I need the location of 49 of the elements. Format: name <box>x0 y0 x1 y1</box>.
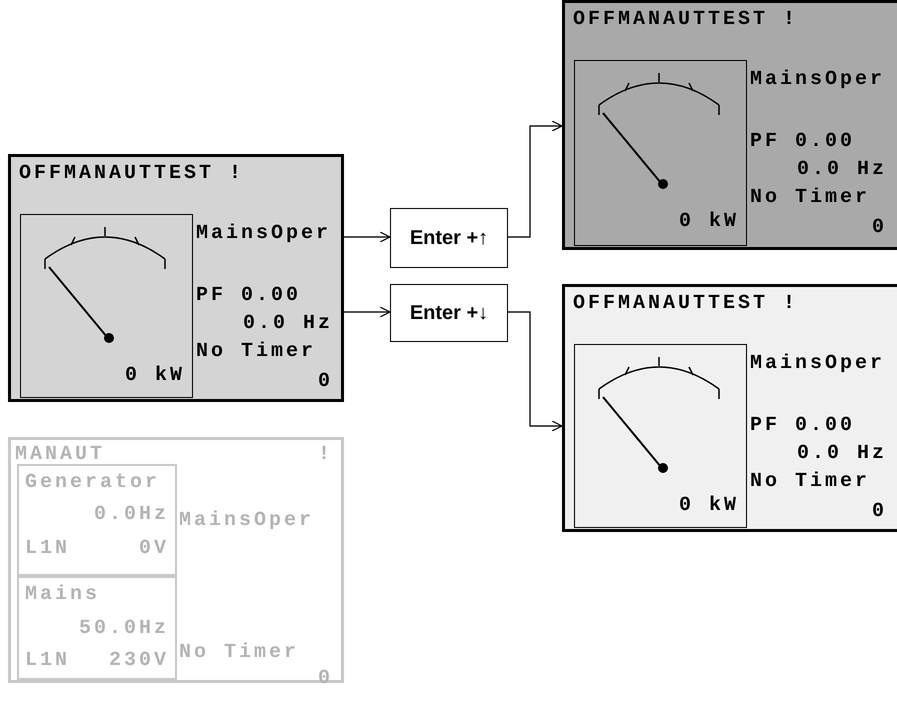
key-combo-box: Enter +↓ <box>390 284 508 342</box>
screen-text: PF 0.00 <box>750 131 856 153</box>
gauge-panel <box>20 214 193 398</box>
arrow <box>508 120 563 238</box>
screen-text: No Timer <box>750 187 870 209</box>
arrow <box>344 231 391 243</box>
screen-text: Mains <box>25 584 100 606</box>
screen-text: MANAUT <box>15 444 106 466</box>
screen-text: 230V <box>108 650 169 672</box>
screen-text: 0.0Hz <box>94 504 169 526</box>
screen-text: PF 0.00 <box>750 415 856 437</box>
screen-text: 0 <box>318 668 333 690</box>
screen-text: MainsOper <box>196 223 332 245</box>
screen-text: 0V <box>138 538 169 560</box>
display-screen <box>8 154 344 402</box>
screen-text: MainsOper <box>750 353 886 375</box>
screen-text: 50.0Hz <box>78 618 169 640</box>
display-screen <box>8 437 344 683</box>
screen-text: 0 kW <box>124 365 185 387</box>
screen-text: OFFMANAUTTEST ! <box>19 163 244 185</box>
screen-text: L1N <box>25 650 70 672</box>
screen-text: OFFMANAUTTEST ! <box>573 9 798 31</box>
screen-text: 0 kW <box>678 495 739 517</box>
screen-text: PF 0.00 <box>196 285 302 307</box>
screen-text: 0 <box>872 501 887 523</box>
screen-text: MainsOper <box>179 510 314 532</box>
screen-text: OFFMANAUTTEST ! <box>573 293 798 315</box>
screen-text: 0 <box>872 217 887 239</box>
screen-text: 0.0 Hz <box>242 313 333 335</box>
display-screen <box>562 284 897 532</box>
arrow <box>508 311 563 432</box>
key-combo-box: Enter +↑ <box>390 208 508 268</box>
screen-text: No Timer <box>750 471 870 493</box>
screen-text: ! <box>318 444 333 466</box>
screen-text: L1N <box>25 538 70 560</box>
screen-text: 0.0 Hz <box>796 159 887 181</box>
measurement-panel <box>17 576 177 680</box>
display-screen <box>562 0 897 250</box>
gauge-panel <box>574 344 747 528</box>
screen-text: No Timer <box>179 642 300 664</box>
screen-text: 0.0 Hz <box>796 443 887 465</box>
gauge-panel <box>574 60 747 246</box>
screen-text: MainsOper <box>750 69 886 91</box>
screen-text: No Timer <box>196 341 316 363</box>
screen-text: 0 <box>318 371 333 393</box>
screen-text: 0 kW <box>678 211 739 233</box>
screen-text: Generator <box>25 472 160 494</box>
measurement-panel <box>17 464 177 576</box>
arrow <box>344 306 391 318</box>
